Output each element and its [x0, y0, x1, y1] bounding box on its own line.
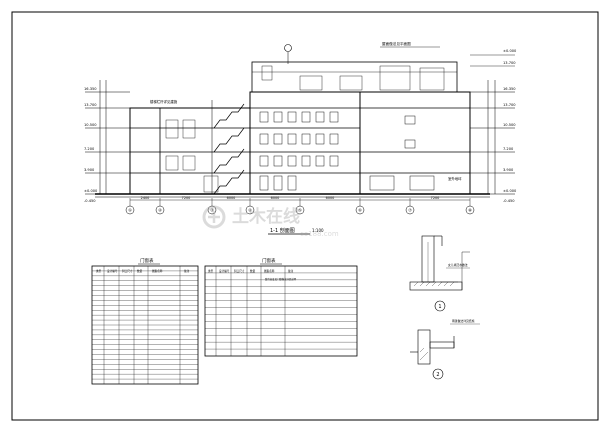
- stair-section: [211, 100, 245, 195]
- left-elev-1: 16.350: [84, 87, 97, 91]
- tl-h6: 备注: [184, 269, 190, 273]
- left-elev-2: 13.700: [84, 103, 97, 107]
- tr-h4: 数量: [250, 269, 256, 273]
- detail-2-note: 雨篷做法详见结施: [452, 319, 475, 323]
- detail-1-note: 女儿墙泛水做法: [448, 263, 468, 267]
- axis-row: ① ② ③ ④ ⑤ ⑥ ⑦ ⑧: [125, 198, 475, 215]
- right-elev-3: 10.500: [503, 123, 516, 127]
- left-elev-3: 10.500: [84, 123, 97, 127]
- axis-5: ⑤: [298, 208, 302, 213]
- penthouse: [251, 61, 458, 93]
- section-scale: 1:100: [312, 228, 324, 233]
- door-window-table-left: 门窗表 类型 设计编号 洞口尺寸 数量 图集名称 备注: [91, 257, 199, 385]
- middle-windows: [259, 111, 339, 191]
- tr-note: 窗台高度及门窗做法详见说明: [265, 277, 297, 281]
- tl-h2: 设计编号: [107, 269, 118, 273]
- right-elevation-scale: 16.350 13.700 10.500 7.200 3.900 ±0.000 …: [470, 80, 517, 203]
- right-elev-6: ±0.000: [503, 189, 517, 193]
- dim-2: 7200: [182, 196, 191, 200]
- left-elev-7: -0.450: [84, 199, 96, 203]
- right-elev-1: 16.350: [503, 87, 516, 91]
- tl-h5: 图集名称: [152, 269, 163, 273]
- axis-7: ⑦: [408, 208, 412, 213]
- axis-1: ①: [128, 208, 132, 213]
- detail-1: 1 女儿墙泛水做法: [409, 235, 470, 312]
- section-drawing: 16.350 13.700 10.500 7.200 3.900 ±0.000 …: [84, 41, 517, 235]
- right-elev-4: 7.200: [503, 147, 514, 151]
- middle-block: [249, 91, 361, 195]
- tl-h4: 数量: [137, 269, 143, 273]
- axis-8: ⑧: [468, 208, 472, 213]
- left-elev-4: 7.200: [84, 147, 95, 151]
- left-elevation-scale: 16.350 13.700 10.500 7.200 3.900 ±0.000 …: [84, 80, 130, 203]
- table-right-title: 门窗表: [262, 257, 276, 264]
- detail-2-mark: 2: [436, 372, 439, 378]
- watermark-url: co188.com: [300, 230, 339, 238]
- table-left-title: 门窗表: [140, 257, 154, 264]
- section-title: 1-1 剖面图: [270, 227, 295, 234]
- axis-2: ②: [158, 208, 162, 213]
- right-elev-5: 3.900: [503, 168, 514, 172]
- axis-4: ④: [248, 208, 252, 213]
- dim-4: 6000: [271, 196, 280, 200]
- right-block: [359, 91, 471, 195]
- tr-h3: 洞口尺寸: [234, 269, 245, 273]
- detail-1-mark-circle: [434, 300, 446, 312]
- left-elev-5: 3.900: [84, 168, 95, 172]
- roof-mark: 13.700: [503, 61, 516, 65]
- roof-note: 屋面做法见平面图: [382, 41, 411, 46]
- tr-h2: 设计编号: [219, 269, 230, 273]
- top-right-mark: ±0.000: [503, 49, 517, 53]
- ground-label: 室外地坪: [448, 176, 462, 181]
- detail-2: 2 雨篷做法详见结施: [410, 319, 480, 380]
- dim-1: 2400: [141, 196, 150, 200]
- dim-5: 6000: [326, 196, 335, 200]
- dimension-line: 2400 7200 6000 6000 6000 7200: [130, 196, 470, 201]
- axis-3: ③: [210, 208, 214, 213]
- tl-h3: 洞口尺寸: [122, 269, 133, 273]
- detail-1-mark: 1: [438, 304, 441, 310]
- right-elev-2: 13.700: [503, 103, 516, 107]
- sheet-border: [11, 11, 599, 421]
- index-circle: [284, 44, 292, 52]
- dim-6: 7200: [431, 196, 440, 200]
- detail-2-mark-circle: [432, 368, 444, 380]
- watermark-logo-icon: [202, 205, 226, 229]
- left-block: [129, 107, 251, 195]
- tr-h5: 图集名称: [264, 269, 275, 273]
- right-elev-7: -0.450: [503, 199, 515, 203]
- axis-6: ⑥: [358, 208, 362, 213]
- stair-note: 楼梯栏杆详见建施: [150, 99, 178, 104]
- tr-h6: 备注: [288, 269, 294, 273]
- tl-h1: 类型: [96, 269, 102, 273]
- door-window-table-right: 门窗表 类型 设计编号 洞口尺寸 数量 图集名称 备注 窗台高度及门窗做法详见说…: [204, 257, 358, 357]
- watermark-brand: 土木在线: [232, 206, 300, 227]
- tr-h1: 类型: [208, 269, 214, 273]
- dim-3: 6000: [227, 196, 236, 200]
- left-elev-6: ±0.000: [84, 189, 98, 193]
- watermark: 土木在线 co188.com: [202, 205, 339, 238]
